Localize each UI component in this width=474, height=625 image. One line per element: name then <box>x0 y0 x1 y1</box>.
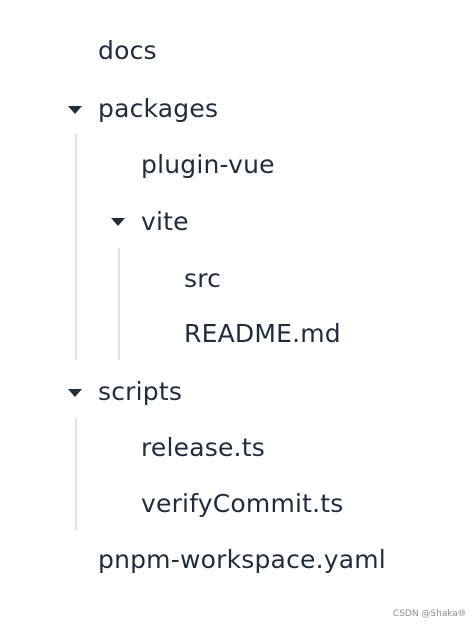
tree-item-label: docs <box>98 35 157 65</box>
caret-down-icon[interactable] <box>111 218 125 226</box>
caret-down-icon[interactable] <box>68 106 82 114</box>
tree-item-src[interactable]: src <box>184 258 221 298</box>
tree-item-label: vite <box>141 206 189 236</box>
tree-item-readme[interactable]: README.md <box>184 313 341 353</box>
tree-item-label: plugin-vue <box>141 149 275 179</box>
tree-item-scripts[interactable]: scripts <box>98 371 182 411</box>
tree-item-release[interactable]: release.ts <box>141 427 265 467</box>
packages-guide-line <box>75 134 77 360</box>
tree-item-plugin-vue[interactable]: plugin-vue <box>141 144 275 184</box>
watermark: CSDN @Shaka⑩ <box>392 609 466 619</box>
tree-item-docs[interactable]: docs <box>98 30 157 70</box>
tree-item-label: release.ts <box>141 432 265 462</box>
tree-item-label: scripts <box>98 376 183 406</box>
tree-item-vite[interactable]: vite <box>141 201 189 241</box>
scripts-guide-line <box>75 418 77 530</box>
tree-item-packages[interactable]: packages <box>98 88 218 128</box>
tree-item-label: packages <box>98 93 219 123</box>
caret-down-icon[interactable] <box>68 389 82 397</box>
tree-item-label: src <box>184 263 222 293</box>
tree-item-label: README.md <box>184 318 341 348</box>
tree-item-pnpm-workspace[interactable]: pnpm-workspace.yaml <box>98 539 386 579</box>
tree-item-label: pnpm-workspace.yaml <box>98 544 386 574</box>
vite-guide-line <box>118 248 120 360</box>
tree-item-verify-commit[interactable]: verifyCommit.ts <box>141 483 344 523</box>
tree-item-label: verifyCommit.ts <box>141 488 344 518</box>
